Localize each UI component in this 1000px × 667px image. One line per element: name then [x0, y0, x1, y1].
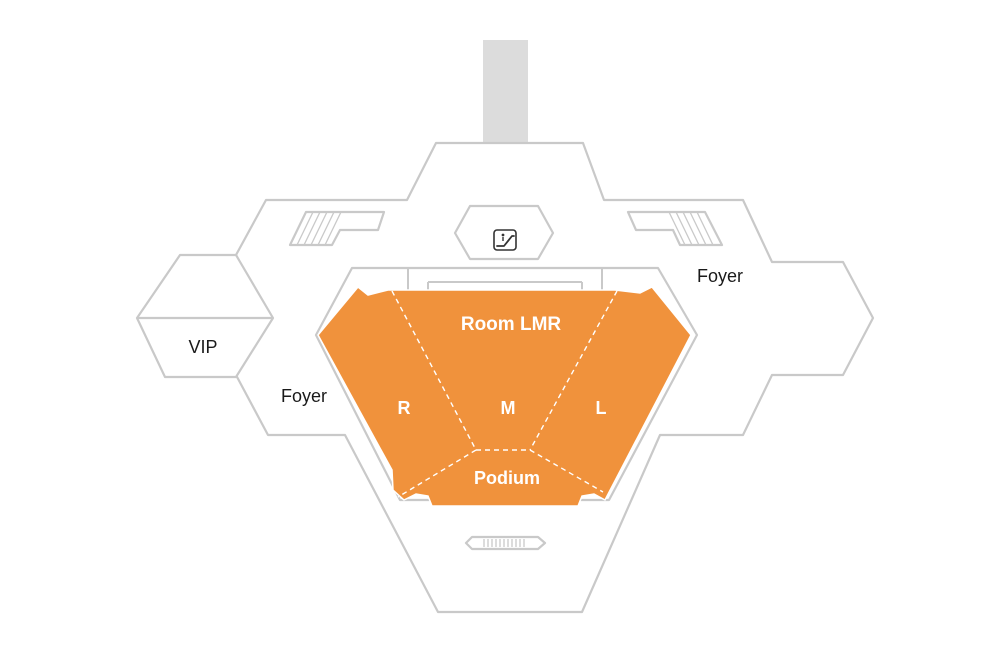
foyer-left-label: Foyer [281, 386, 327, 406]
room-lmr[interactable] [317, 285, 692, 507]
podium-label: Podium [474, 468, 540, 488]
section-divider [397, 449, 477, 498]
escalator-area [453, 204, 555, 261]
vip-label: VIP [188, 337, 217, 357]
section-r-label: R [398, 398, 411, 418]
entrance-corridor [483, 40, 528, 148]
section-divider [391, 290, 477, 451]
section-m-label: M [501, 398, 516, 418]
escalator-icon [493, 229, 517, 251]
room-lmr-label: Room LMR [461, 314, 562, 335]
section-divider [529, 290, 618, 451]
foyer-right-label: Foyer [697, 266, 743, 286]
stairs-icon [464, 535, 547, 551]
stairs-icon [626, 210, 724, 247]
stairs-icon [288, 210, 386, 247]
section-l-label: L [596, 398, 607, 418]
